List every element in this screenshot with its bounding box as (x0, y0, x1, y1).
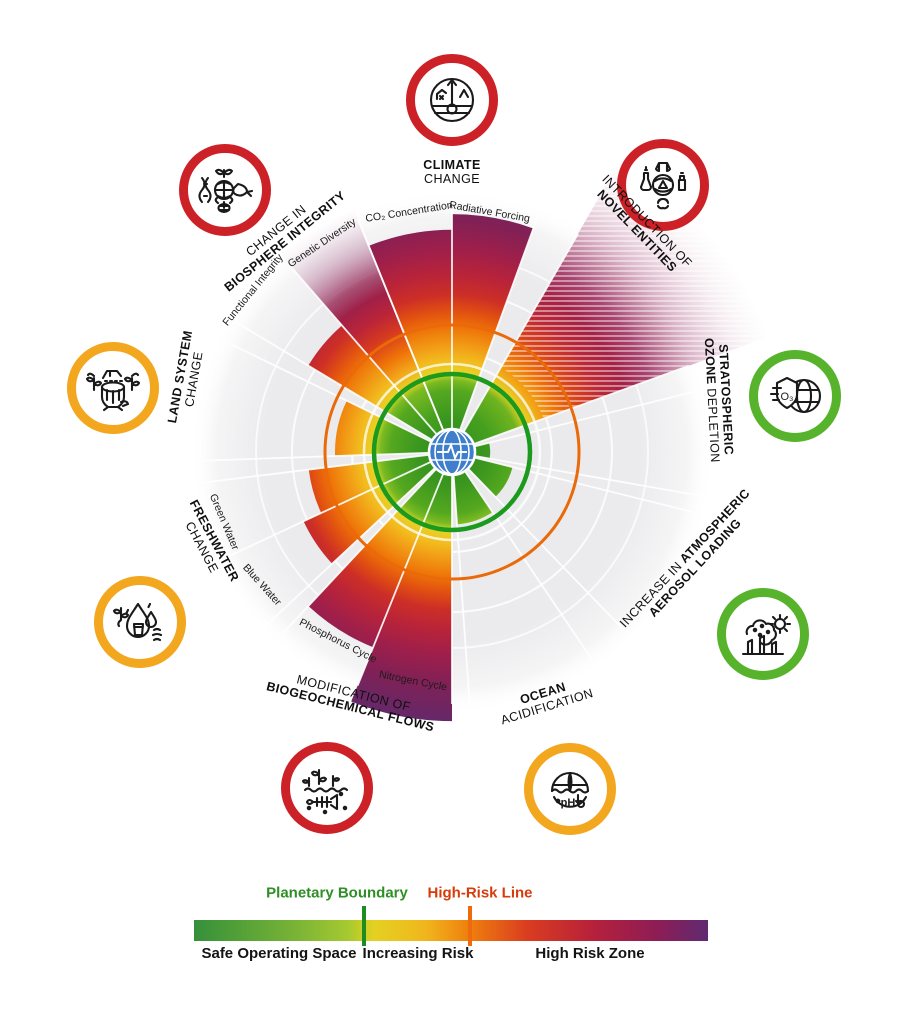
planetary-boundary-ring (371, 371, 533, 533)
aerosol-factory-smoke-icon (741, 613, 792, 656)
wedge-bluewater (303, 452, 452, 564)
wedge-novel-stripes (500, 161, 768, 419)
ozone-depletion-badge: O₃ (749, 350, 841, 442)
tree-stump-cattle-icon (85, 369, 141, 412)
aerosol-loading-badge (717, 588, 809, 680)
ocean-ph-globe-icon: pH (550, 771, 590, 809)
biosphere-integrity-badge (179, 144, 271, 236)
novel-entities-chemicals-icon (639, 161, 687, 210)
label-climate-change: CLIMATE CHANGE (423, 158, 481, 186)
novel-entities-badge (617, 139, 709, 231)
land-system-change-badge (67, 342, 159, 434)
ocean-acidification-badge: pH (524, 743, 616, 835)
climate-change-badge (406, 54, 498, 146)
fish-skeleton-nutrients-icon (301, 768, 349, 815)
wedge-genetic (280, 209, 452, 452)
freshwater-change-badge (94, 576, 186, 668)
biogeochemical-flows-badge (281, 742, 373, 834)
reference-rings (323, 323, 581, 581)
water-drop-glass-icon (112, 602, 163, 642)
ozone-icon-text: O₃ (780, 391, 793, 403)
globe-pulse-icon (427, 427, 477, 477)
climate-thermometer-globe-icon (429, 77, 475, 123)
wedge-co2 (368, 229, 452, 452)
ocean-icon-text: pH (561, 797, 576, 809)
ozone-shield-globe-icon: O₃ (769, 376, 822, 414)
wedge-nitrogen (351, 452, 452, 722)
high-risk-ring (323, 323, 581, 581)
boundary-wedges (280, 161, 768, 722)
wedge-phosphorus (308, 452, 452, 648)
wedge-functional (308, 325, 452, 452)
dna-globe-bee-dolphin-icon (198, 168, 254, 214)
